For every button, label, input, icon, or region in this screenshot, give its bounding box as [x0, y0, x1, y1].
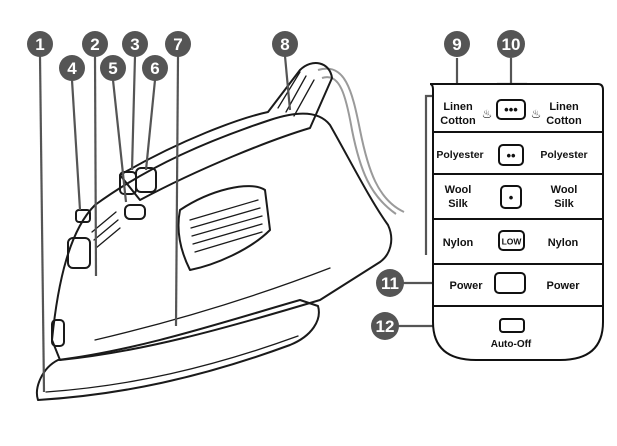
iron-illustration [36, 62, 405, 401]
steam-control [75, 209, 91, 223]
callout-6-label: 6 [150, 59, 159, 78]
setting-button-wool[interactable] [500, 185, 522, 209]
callout-7-label: 7 [173, 35, 182, 54]
power-cord [317, 67, 405, 213]
row1-right-line2: Cotton [546, 115, 582, 127]
water-window-slats [189, 199, 263, 253]
leader-7 [174, 55, 180, 327]
leader-5 [111, 79, 128, 203]
soleplate-edge [45, 335, 299, 393]
power-cord-inner [321, 76, 397, 215]
callout-10-label: 10 [502, 35, 521, 54]
control-panel: Linen Cotton ♨ ••• ♨ Linen Cotton Polyes… [429, 83, 604, 361]
callout-7: 7 [165, 31, 191, 57]
callout-3-label: 3 [130, 35, 139, 54]
leader-1 [38, 55, 46, 393]
callout-12-label: 12 [376, 317, 395, 336]
row4-right: Nylon [548, 237, 579, 249]
callout-12: 12 [371, 312, 399, 340]
row3-right-line2: Silk [554, 198, 574, 210]
callout-6: 6 [142, 55, 168, 81]
steam-icon-left: ♨ [482, 107, 493, 121]
leader-6 [144, 79, 157, 171]
row4-left: Nylon [443, 237, 474, 249]
power-button[interactable] [494, 272, 526, 294]
row1-left-line1: Linen [443, 101, 473, 113]
steam-icon-right: ♨ [531, 107, 542, 121]
spray-nozzle [51, 319, 65, 347]
setting-button-low[interactable] [498, 230, 525, 251]
row3-left-line1: Wool [445, 184, 472, 196]
auto-off-indicator [499, 318, 525, 333]
callout-badges: 1 2 3 4 5 6 7 8 [27, 30, 525, 340]
callout-1: 1 [27, 31, 53, 57]
row2-right: Polyester [540, 149, 587, 161]
iron-body-seam [94, 267, 331, 341]
power-left-label: Power [449, 280, 483, 292]
leader-4 [70, 79, 82, 211]
row1-left-line2: Cotton [440, 115, 476, 127]
callout-8: 8 [272, 31, 298, 57]
setting-button-wool-label: • [509, 190, 514, 205]
variable-steam-dial [124, 204, 146, 220]
callout-2-label: 2 [90, 35, 99, 54]
setting-button-polyester-label: •• [506, 148, 516, 163]
row3-right-line1: Wool [551, 184, 578, 196]
callout-5-label: 5 [108, 59, 117, 78]
setting-button-linen[interactable] [496, 99, 526, 120]
panel-outline [429, 83, 604, 361]
row3-left-line2: Silk [448, 198, 468, 210]
leader-3 [130, 55, 137, 171]
power-right-label: Power [546, 280, 580, 292]
handle [119, 62, 333, 201]
callout-4-label: 4 [67, 59, 77, 78]
water-fill-cover [67, 237, 91, 269]
setting-button-linen-label: ••• [504, 102, 518, 117]
callout-3: 3 [122, 31, 148, 57]
callout-11-label: 11 [381, 274, 399, 293]
water-window [177, 185, 271, 271]
callout-8-label: 8 [280, 35, 289, 54]
handle-grip [277, 71, 315, 117]
callout-4: 4 [59, 55, 85, 81]
row2-left: Polyester [436, 149, 483, 161]
callout-2: 2 [82, 31, 108, 57]
leader-8 [283, 55, 292, 111]
callout-11: 11 [376, 269, 404, 297]
callout-5: 5 [100, 55, 126, 81]
auto-off-label: Auto-Off [491, 339, 532, 350]
callout-1-label: 1 [35, 35, 44, 54]
soleplate [36, 299, 320, 401]
row1-right-line1: Linen [549, 101, 579, 113]
callout-9: 9 [444, 31, 470, 57]
callout-10: 10 [497, 30, 525, 58]
setting-button-polyester[interactable] [498, 144, 524, 166]
callout-9-label: 9 [452, 35, 461, 54]
setting-button-low-label: LOW [502, 237, 523, 247]
leader-2 [93, 55, 98, 277]
